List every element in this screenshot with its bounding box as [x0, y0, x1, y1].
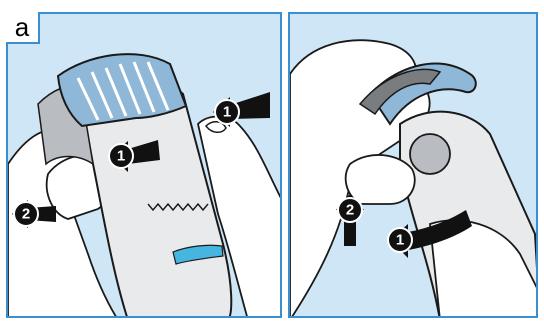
thumb-illustration	[344, 154, 416, 205]
step-marker-1-upper: 1	[213, 92, 270, 127]
step-number: 2	[346, 202, 354, 219]
comb-teeth-illustration	[76, 61, 170, 121]
step-marker-1: 1	[387, 210, 472, 258]
step-marker-2: 2	[336, 194, 364, 246]
left-illustration: 1 1 2	[8, 53, 280, 316]
fingernail-illustration	[205, 121, 227, 133]
device-accent-illustration	[172, 244, 224, 265]
step-number: 1	[223, 104, 231, 121]
step-number: 2	[22, 206, 30, 223]
left-panel: 1 1 2	[6, 12, 282, 318]
blade-illustration	[147, 202, 209, 212]
step-number: 1	[117, 148, 125, 165]
step-marker-2: 2	[12, 200, 56, 228]
release-button-illustration	[409, 133, 451, 175]
panel-label: a	[6, 12, 40, 44]
step-marker-1-center: 1	[108, 140, 160, 172]
right-panel: 2 1	[288, 12, 538, 318]
right-illustration: 2 1	[290, 39, 536, 316]
step-number: 1	[396, 232, 404, 249]
comb-rim-illustration	[358, 68, 442, 116]
